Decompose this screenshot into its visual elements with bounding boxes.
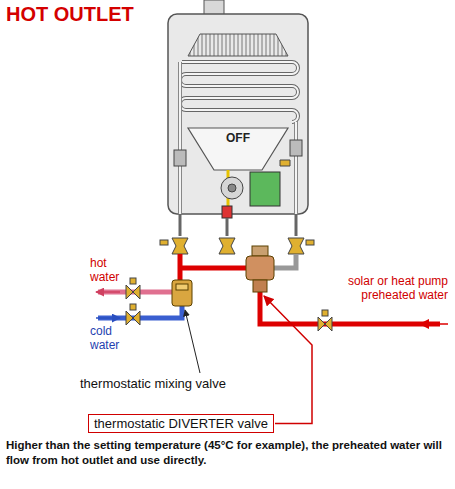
side-pipe-inner	[179, 62, 181, 214]
flow-arrow	[96, 291, 120, 293]
heat-exchanger-coil-inner	[180, 62, 298, 122]
pipe-label: cold water	[90, 325, 130, 353]
heater-housing	[168, 14, 308, 214]
mixing-valve	[172, 280, 192, 306]
callout-text: thermostatic DIVERTER valve	[94, 416, 268, 431]
gas-valve	[222, 206, 232, 218]
side-pipe	[294, 122, 298, 214]
pipe-label: hot water	[90, 257, 130, 285]
side-pipe	[178, 62, 182, 214]
leader-line	[264, 296, 312, 424]
diverter-valve	[246, 246, 274, 292]
heater-connections	[180, 214, 296, 236]
flow-arrow	[96, 317, 120, 319]
shutoff-valves	[126, 278, 332, 331]
heat-exchanger-coil	[180, 62, 298, 122]
service-valves	[160, 238, 314, 254]
control-board	[250, 172, 280, 206]
pipe-label: solar or heat pump preheated water	[330, 275, 448, 303]
sensor	[174, 150, 186, 166]
fan	[221, 177, 243, 199]
leader-line	[185, 310, 200, 373]
hot-pipe	[178, 254, 183, 282]
sensor	[290, 140, 302, 156]
inlet-pipe	[274, 254, 296, 268]
callout-box: thermostatic DIVERTER valve	[88, 414, 274, 433]
flow-arrow	[420, 323, 448, 325]
title: HOT OUTLET	[6, 3, 134, 26]
state-label: OFF	[213, 132, 263, 146]
heat-exchanger-fins	[188, 34, 288, 56]
side-pipe-inner	[295, 122, 297, 214]
burner-chamber	[188, 128, 288, 170]
small-valve	[280, 160, 290, 166]
fan-hub	[228, 184, 236, 192]
part-label: thermostatic mixing valve	[80, 377, 280, 392]
caption: Higher than the setting temperature (45°…	[6, 438, 449, 468]
hot-pipe	[182, 266, 246, 271]
